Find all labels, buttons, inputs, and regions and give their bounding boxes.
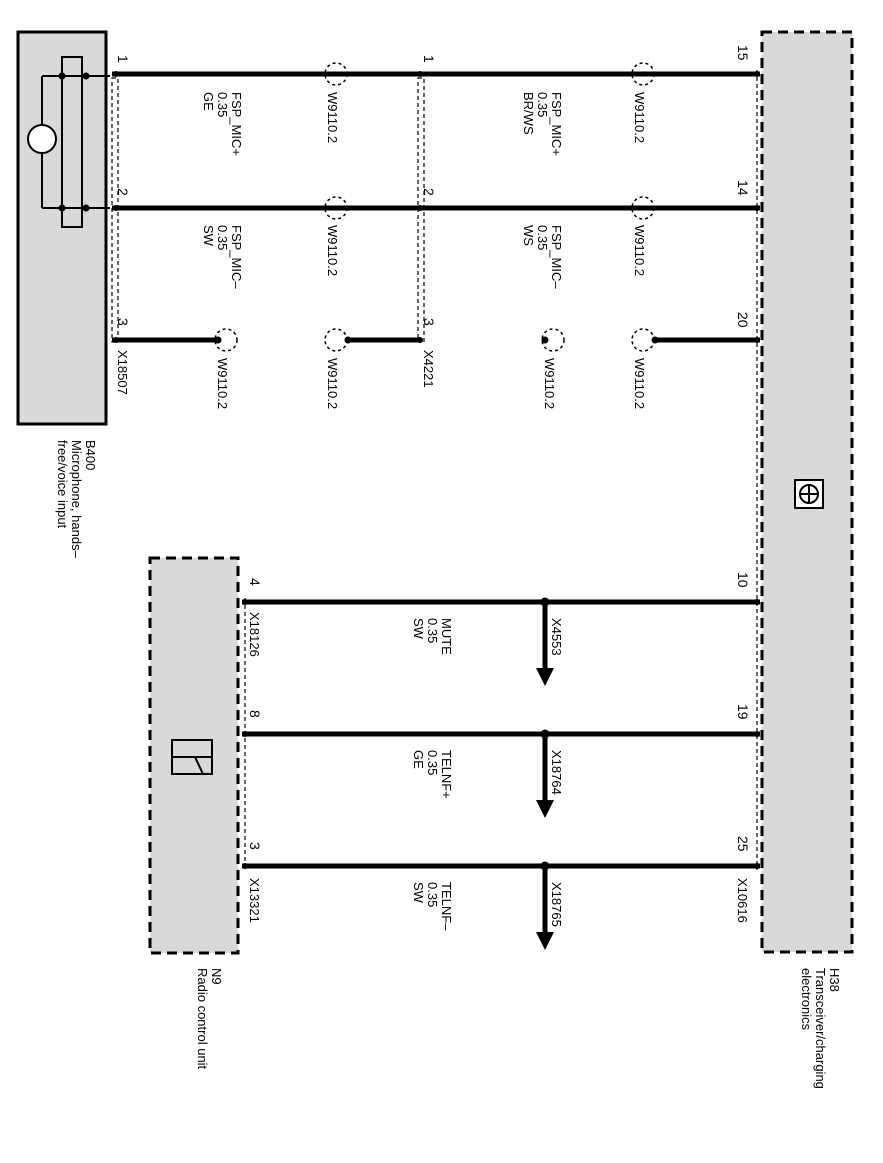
h38-name-label: Transceiver/charging (813, 968, 828, 1089)
n9-component-box (148, 556, 240, 955)
wire-color-label: SW (201, 225, 216, 247)
split-connector-label: X4553 (549, 618, 564, 656)
wire-color-label: WS (521, 225, 536, 246)
shield-label: W9110.2 (325, 225, 340, 276)
shield-label: W9110.2 (215, 358, 230, 409)
wire-color-label: GE (201, 92, 216, 111)
shield-icon (631, 328, 655, 352)
microphone-icon (27, 56, 110, 228)
b400-name-label: Microphone, hands– (69, 440, 84, 559)
n9-name-label: Radio control unit (195, 968, 210, 1070)
connector-label: X10616 (735, 878, 750, 923)
shield-icon (324, 328, 348, 352)
shield-icon (324, 196, 348, 220)
split-connector-label: X18764 (549, 750, 564, 795)
pin-label: 10 (735, 572, 751, 588)
arrow-icon (536, 932, 554, 950)
wire-color-label: SW (411, 618, 426, 640)
pin-label: 3 (421, 318, 437, 326)
shield-label: W9110.2 (632, 358, 647, 409)
connector-label: X4221 (421, 350, 436, 388)
arrow-icon (536, 800, 554, 818)
connector-label: X13321 (247, 878, 262, 923)
radio-unit-icon (171, 739, 213, 775)
pin-label: 20 (735, 312, 751, 328)
wire-color-label: GE (411, 750, 426, 769)
pin-label: 15 (735, 45, 751, 61)
pin-label: 25 (735, 836, 751, 852)
shield-label: W9110.2 (542, 358, 557, 409)
wire-size-label: 0.35 (425, 750, 440, 775)
wire-signal-label: FSP_MIC– (549, 225, 564, 289)
connector-label: X18126 (247, 612, 262, 657)
pin-label: 3 (115, 318, 131, 326)
wire-signal-label: MUTE (439, 618, 454, 655)
wire-size-label: 0.35 (215, 92, 230, 117)
pin-label: 4 (247, 578, 263, 586)
b400-name-label: free/voice input (55, 440, 70, 529)
wire-signal-label: FSP_MIC– (229, 225, 244, 289)
shield-icon (631, 196, 655, 220)
pin-label: 2 (421, 188, 437, 196)
shield-icon (214, 328, 238, 352)
bmw-logo-icon (794, 479, 824, 509)
wire-signal-label: FSP_MIC+ (549, 92, 564, 156)
h38-component-box (760, 30, 854, 954)
wire-size-label: 0.35 (215, 225, 230, 250)
shield-label: W9110.2 (325, 358, 340, 409)
wire-size-label: 0.35 (425, 882, 440, 907)
pin-label: 1 (421, 55, 437, 63)
wire-color-label: BR/WS (521, 92, 536, 135)
shield-label: W9110.2 (632, 92, 647, 143)
connector-label: X18507 (115, 350, 130, 395)
h38-name-label: electronics (799, 968, 814, 1031)
split-connector-label: X18765 (549, 882, 564, 927)
wire-size-label: 0.35 (425, 618, 440, 643)
pin-label: 14 (735, 180, 751, 196)
wire-signal-label: TELNF– (439, 882, 454, 931)
pin-label: 2 (115, 188, 131, 196)
wire-size-label: 0.35 (535, 225, 550, 250)
arrow-icon (536, 668, 554, 686)
b400-id-label: B400 (83, 440, 98, 470)
wire-signal-label: FSP_MIC+ (229, 92, 244, 156)
wire-size-label: 0.35 (535, 92, 550, 117)
shield-icon (541, 328, 565, 352)
pin-label: 19 (735, 704, 751, 720)
n9-id-label: N9 (209, 968, 224, 985)
shield-icon (324, 62, 348, 86)
wire-signal-label: TELNF+ (439, 750, 454, 799)
pin-label: 8 (247, 710, 263, 718)
shield-icon (631, 62, 655, 86)
pin-label: 3 (247, 842, 263, 850)
wire-color-label: SW (411, 882, 426, 904)
shield-label: W9110.2 (325, 92, 340, 143)
h38-id-label: H38 (827, 968, 842, 992)
shield-label: W9110.2 (632, 225, 647, 276)
pin-label: 1 (115, 55, 131, 63)
